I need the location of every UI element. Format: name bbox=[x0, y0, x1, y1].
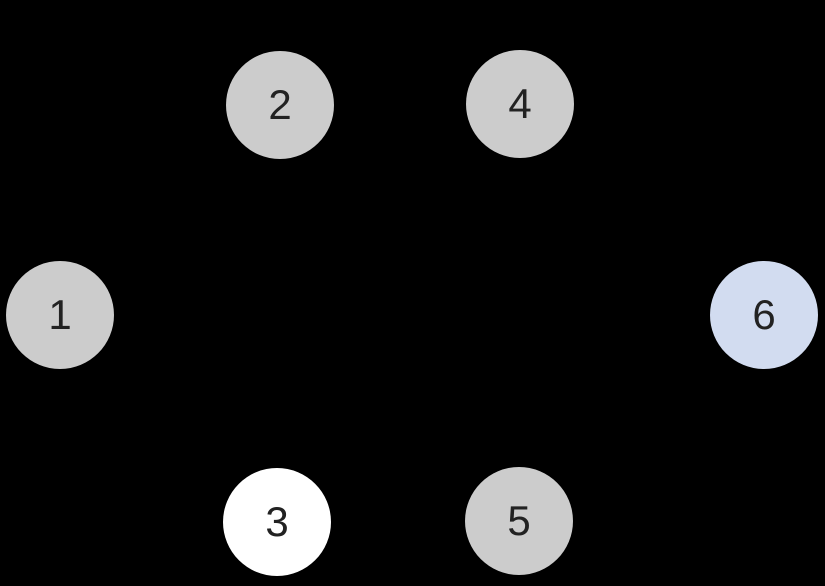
node-label-5: 5 bbox=[507, 497, 531, 544]
node-label-2: 2 bbox=[268, 81, 292, 128]
graph-node-4: 4 bbox=[466, 50, 574, 158]
node-label-3: 3 bbox=[265, 498, 289, 545]
node-label-6: 6 bbox=[752, 291, 776, 338]
graph-node-2: 2 bbox=[226, 51, 334, 159]
graph-node-3: 3 bbox=[223, 468, 331, 576]
graph-node-6: 6 bbox=[710, 261, 818, 369]
graph-node-1: 1 bbox=[6, 261, 114, 369]
node-label-1: 1 bbox=[48, 291, 72, 338]
node-label-4: 4 bbox=[508, 80, 532, 127]
graph-node-5: 5 bbox=[465, 467, 573, 575]
